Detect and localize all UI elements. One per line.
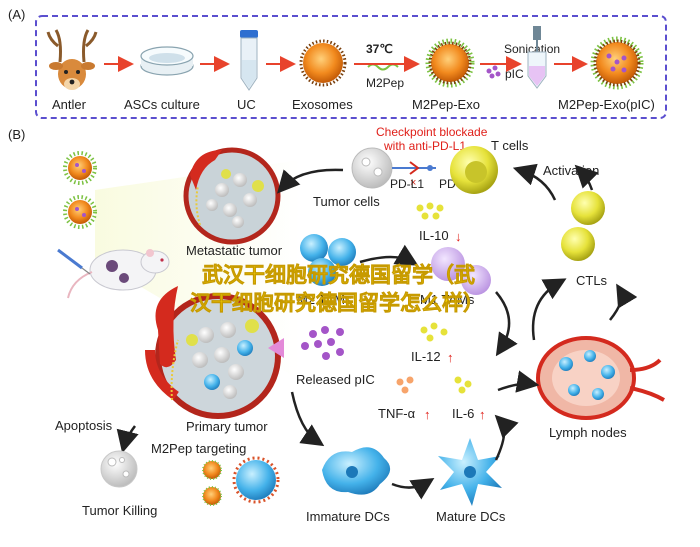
step-label: ASCs culture bbox=[124, 97, 200, 112]
temperature-label: 37℃ bbox=[366, 42, 393, 56]
m1-tams-label: M1 TAMs bbox=[420, 292, 475, 307]
m2pep-exo-pic-icon bbox=[63, 195, 97, 229]
step-label: Antler bbox=[52, 97, 87, 112]
mature-dcs-label: Mature DCs bbox=[436, 509, 506, 524]
il12-label: IL-12 bbox=[411, 349, 441, 364]
tumor-killing-label: Tumor Killing bbox=[82, 503, 157, 518]
panel-a-frame bbox=[35, 15, 667, 119]
released-pic-label: Released pIC bbox=[296, 372, 375, 387]
tumor-to-metastasis-arrow bbox=[276, 168, 344, 194]
ctls-label: CTLs bbox=[576, 273, 608, 288]
il12-cytokine-icon bbox=[420, 322, 448, 342]
dying-tumor-cell-icon bbox=[100, 450, 138, 488]
il10-down-arrow: ↓ bbox=[455, 229, 462, 244]
sonication-probe-icon bbox=[527, 26, 547, 89]
watermark-line2: 汉干细胞研究德国留学怎么样） bbox=[190, 291, 484, 315]
metastatic-tumor-icon bbox=[183, 147, 281, 245]
m1-tam-icon bbox=[431, 247, 491, 295]
il6-cytokine-icon bbox=[454, 376, 472, 394]
step-label: M2Pep-Exo bbox=[412, 97, 480, 112]
immature-dcs-label: Immature DCs bbox=[306, 509, 390, 524]
pic-label: pIC bbox=[505, 67, 524, 81]
panel-b-tag: (B) bbox=[8, 127, 25, 142]
apoptosis-arrow bbox=[116, 425, 139, 454]
il6-label: IL-6 bbox=[452, 406, 474, 421]
watermark-line1: 武汉干细胞研究德国留学（武 bbox=[202, 263, 475, 287]
pd-l1-pd-1-binding-icon: × bbox=[392, 161, 436, 189]
tumor-cells-label: Tumor cells bbox=[313, 194, 380, 209]
activation-label: Activation bbox=[543, 163, 599, 178]
il10-cytokine-icon bbox=[416, 202, 444, 220]
activation-arrow bbox=[512, 163, 557, 201]
step-label: UC bbox=[237, 97, 256, 112]
mature-dc-icon bbox=[438, 438, 502, 506]
metastatic-tumor-label: Metastatic tumor bbox=[186, 243, 283, 258]
primary-tumor-icon bbox=[145, 286, 284, 419]
m2pep-exo-pic-icon bbox=[590, 36, 644, 90]
m2pep-peptide-icon bbox=[367, 63, 399, 71]
repolarization-arrow bbox=[359, 244, 419, 266]
tnf-a-up-arrow: ↑ bbox=[424, 407, 431, 422]
step-label: M2Pep-Exo(pIC) bbox=[558, 97, 655, 112]
checkpoint-line2: with anti-PD-L1 bbox=[383, 139, 466, 153]
t-cell-icon bbox=[450, 146, 498, 194]
panel-a-tag: (A) bbox=[8, 7, 25, 22]
released-pic-icon bbox=[301, 326, 344, 360]
m2pep-label: M2Pep bbox=[366, 76, 404, 90]
svg-text:×: × bbox=[410, 177, 416, 189]
m2pep-exo-icon bbox=[202, 460, 222, 506]
primary-tumor-label: Primary tumor bbox=[186, 419, 268, 434]
il12-up-arrow: ↑ bbox=[447, 350, 454, 365]
il6-up-arrow: ↑ bbox=[479, 407, 486, 422]
m2pep-exo-pic-icon bbox=[63, 151, 97, 185]
tumor-cell-icon bbox=[351, 147, 393, 189]
t-cells-label: T cells bbox=[491, 138, 529, 153]
step-label: Exosomes bbox=[292, 97, 353, 112]
centrifuge-tube-icon bbox=[240, 30, 258, 91]
m2pep-targeting-label: M2Pep targeting bbox=[151, 441, 246, 456]
m2pep-exo-icon bbox=[425, 38, 475, 88]
apoptosis-label: Apoptosis bbox=[55, 418, 113, 433]
lymph-nodes-label: Lymph nodes bbox=[549, 425, 627, 440]
tnf-a-cytokine-icon bbox=[396, 376, 414, 394]
ctl-cell-icon bbox=[561, 191, 605, 261]
pd-l1-label: PD-L1 bbox=[390, 177, 424, 191]
mouse-icon bbox=[67, 249, 170, 299]
checkpoint-line1: Checkpoint blockade bbox=[376, 125, 488, 139]
immature-dc-icon bbox=[322, 447, 391, 495]
m2-tam-icon bbox=[300, 234, 356, 286]
pic-molecules-icon bbox=[486, 65, 501, 79]
exosome-icon bbox=[299, 39, 347, 87]
lymph-node-icon bbox=[536, 336, 665, 420]
petri-dish-icon bbox=[140, 46, 194, 76]
flow-arrows bbox=[290, 164, 638, 500]
tnf-a-label: TNF-α bbox=[378, 406, 416, 421]
deer-icon bbox=[46, 29, 98, 90]
syringe-icon bbox=[57, 248, 91, 275]
m2-tams-label: M2 TAMs bbox=[297, 292, 352, 307]
m2-macrophage-icon bbox=[232, 456, 280, 504]
il10-label: IL-10 bbox=[419, 228, 449, 243]
